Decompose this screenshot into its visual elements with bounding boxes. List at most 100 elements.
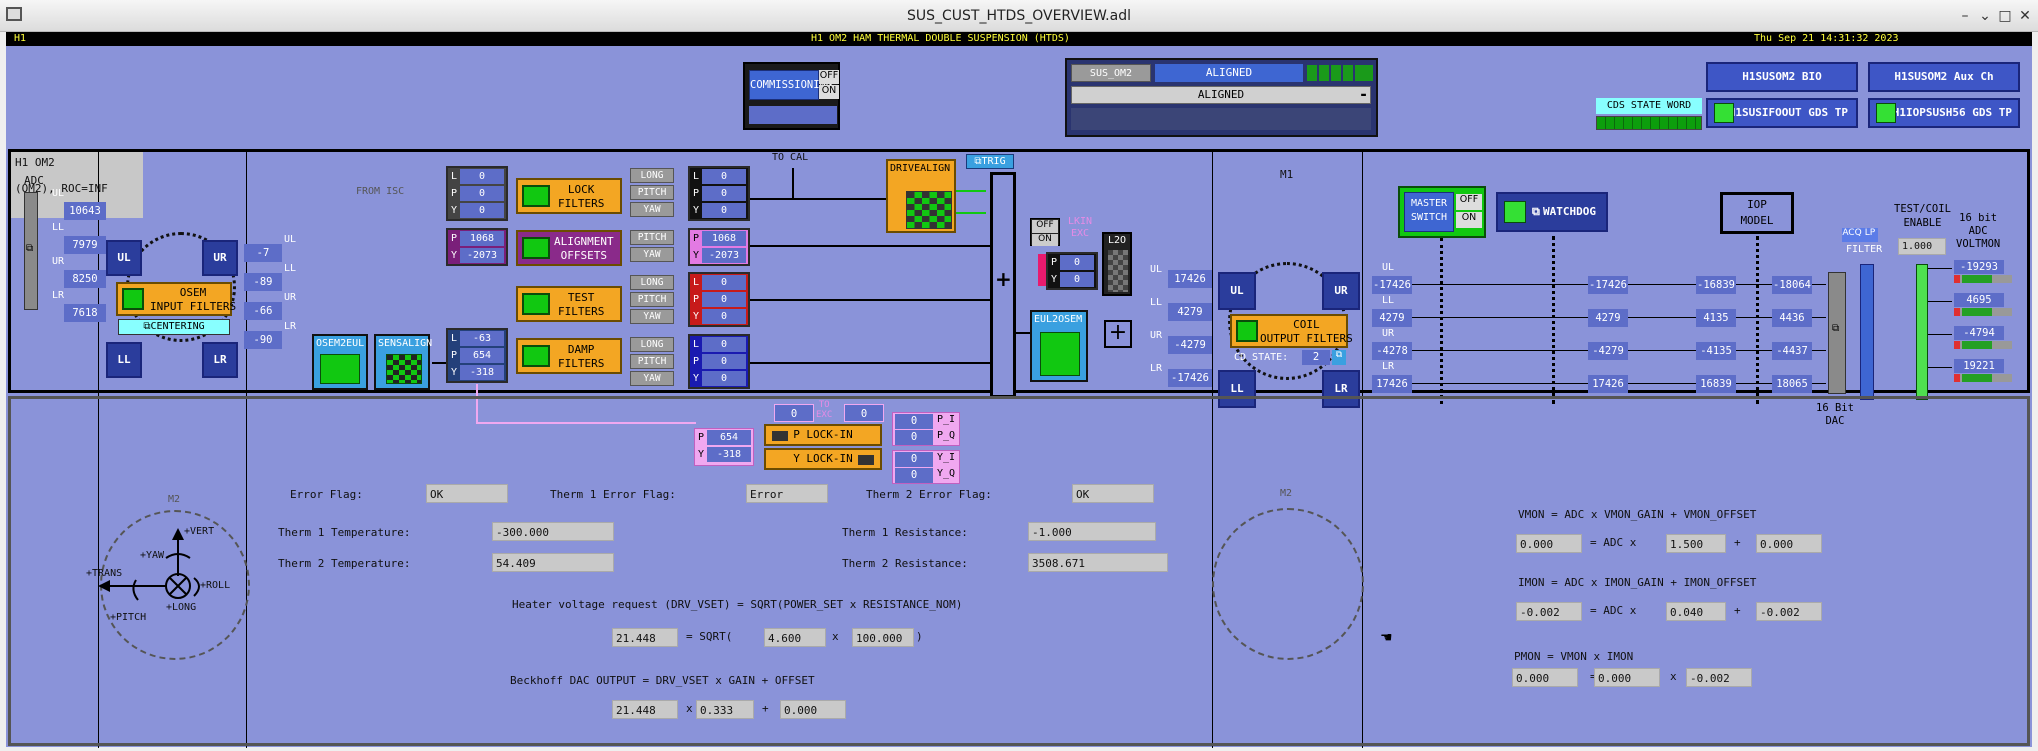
vmon-offset-input[interactable]: 0.000 bbox=[1756, 534, 1822, 553]
chain-v2: 16839 bbox=[1696, 375, 1736, 393]
acq-button[interactable]: ACQ bbox=[1842, 228, 1862, 242]
window-title: SUS_CUST_HTDS_OVERVIEW.adl bbox=[907, 8, 1131, 24]
vmon-value: 0.000 bbox=[1516, 534, 1582, 553]
adc-block[interactable]: ⧉ bbox=[24, 192, 38, 310]
adc-row-value: 8250 bbox=[64, 270, 106, 288]
osem2eul-button[interactable]: OSEM2EUL bbox=[312, 334, 368, 390]
iop-gds-tp-button[interactable]: H1IOPSUSH56 GDS TP bbox=[1868, 98, 2020, 128]
test-pitch-button[interactable]: PITCH bbox=[630, 292, 674, 307]
coil-ul-button[interactable]: UL bbox=[1218, 272, 1256, 310]
watchdog-button[interactable]: ⧉ WATCHDOG bbox=[1496, 192, 1608, 232]
watchdog-status-icon bbox=[1504, 201, 1526, 223]
guardian-indicator-2 bbox=[1319, 65, 1329, 81]
osem-ll-button[interactable]: LL bbox=[106, 342, 142, 378]
imon-offset-input[interactable]: -0.002 bbox=[1756, 602, 1822, 621]
therm2-error-label: Therm 2 Error Flag: bbox=[866, 488, 992, 501]
lock-yaw-button[interactable]: YAW bbox=[630, 202, 674, 217]
gain-input[interactable]: 0.333 bbox=[696, 700, 754, 719]
header-bar: H1 H1 OM2 HAM THERMAL DOUBLE SUSPENSION … bbox=[6, 32, 2032, 46]
pitch-axis-label: +PITCH bbox=[110, 612, 147, 623]
long-axis-label: +LONG bbox=[166, 602, 197, 613]
m1-label: M1 bbox=[1280, 168, 1294, 181]
restore-icon[interactable]: ⌄ bbox=[1979, 8, 1991, 24]
osem-input-filters-label: OSEM INPUT FILTERS bbox=[150, 286, 237, 313]
guardian-request-dropdown[interactable]: ALIGNED ▬ bbox=[1071, 86, 1371, 104]
coil-ll-button[interactable]: LL bbox=[1218, 370, 1256, 408]
chain-v0: 4279 bbox=[1372, 309, 1412, 327]
offset-input[interactable]: 0.000 bbox=[780, 700, 846, 719]
minimize-icon[interactable]: – bbox=[1961, 8, 1969, 24]
lock-filters-button[interactable]: LOCK FILTERS bbox=[516, 178, 622, 214]
dac-filter-block[interactable] bbox=[1860, 264, 1874, 400]
osem-lr-button[interactable]: LR bbox=[202, 342, 238, 378]
adc-row-value: 7979 bbox=[64, 236, 106, 254]
adc-row-value: 10643 bbox=[64, 202, 106, 220]
lkin-off-button[interactable]: OFF bbox=[1032, 220, 1058, 233]
lkin-on-button[interactable]: ON bbox=[1032, 234, 1058, 246]
enable-value[interactable]: 1.000 bbox=[1898, 238, 1946, 255]
aux-channels-button[interactable]: H1SUSOM2 Aux Ch bbox=[1868, 62, 2020, 92]
lp-button[interactable]: LP bbox=[1862, 228, 1878, 242]
bio-button[interactable]: H1SUSOM2 BIO bbox=[1706, 62, 1858, 92]
centering-button[interactable]: ⧉CENTERING bbox=[118, 319, 230, 335]
power-set-input[interactable]: 4.600 bbox=[764, 628, 826, 647]
adc-label: ADC bbox=[24, 174, 44, 187]
close-icon[interactable]: ✕ bbox=[2019, 8, 2031, 24]
coil-output-filters-button[interactable]: COIL OUTPUT FILTERS bbox=[1230, 314, 1353, 348]
gds-tp-status-icon bbox=[1876, 103, 1896, 123]
test-filters-label: TEST FILTERS bbox=[558, 291, 605, 318]
l2o-button[interactable]: L2O bbox=[1102, 232, 1132, 296]
osem-ul-button[interactable]: UL bbox=[106, 240, 142, 276]
imon-title: IMON = ADC x IMON_GAIN + IMON_OFFSET bbox=[1518, 576, 1757, 589]
p-lockin-button[interactable]: P LOCK-IN bbox=[764, 424, 882, 446]
y-lockin-button[interactable]: Y LOCK-IN bbox=[764, 448, 882, 470]
damp-yaw-button[interactable]: YAW bbox=[630, 371, 674, 386]
matrix-icon bbox=[320, 354, 360, 384]
summation-block: + bbox=[990, 172, 1016, 398]
coil-lr-button[interactable]: LR bbox=[1322, 370, 1360, 408]
cd-state-link-icon[interactable]: ⧉ bbox=[1332, 350, 1346, 365]
master-off-button[interactable]: OFF bbox=[1456, 194, 1482, 210]
align-signal-line bbox=[750, 245, 990, 247]
damp-filters-button[interactable]: DAMP FILTERS bbox=[516, 338, 622, 374]
imon-gain-input[interactable]: 0.040 bbox=[1666, 602, 1726, 621]
osem-ur-button[interactable]: UR bbox=[202, 240, 238, 276]
commissioning-off-button[interactable]: OFF bbox=[819, 70, 839, 84]
damp-pitch-button[interactable]: PITCH bbox=[630, 354, 674, 369]
commissioning-on-button[interactable]: ON bbox=[819, 85, 839, 99]
divider-2 bbox=[246, 152, 247, 748]
maximize-icon[interactable]: □ bbox=[1998, 8, 2012, 24]
drivealign-button[interactable]: DRIVEALIGN bbox=[886, 159, 956, 233]
trig-button[interactable]: ⧉TRIG bbox=[966, 154, 1014, 169]
test-long-button[interactable]: LONG bbox=[630, 275, 674, 290]
osem-value-label: UR bbox=[284, 292, 297, 303]
test-yaw-button[interactable]: YAW bbox=[630, 309, 674, 324]
lockin-icon bbox=[772, 431, 788, 441]
lockin-pi: 0 bbox=[895, 414, 933, 429]
sensalign-button[interactable]: SENSALIGN bbox=[374, 334, 432, 390]
lock-long-button[interactable]: LONG bbox=[630, 168, 674, 183]
master-on-button[interactable]: ON bbox=[1456, 212, 1482, 228]
align-pitch-button[interactable]: PITCH bbox=[630, 230, 674, 245]
dac-block[interactable]: ⧉ bbox=[1828, 272, 1846, 394]
damp-long-button[interactable]: LONG bbox=[630, 337, 674, 352]
matrix-icon bbox=[386, 354, 422, 384]
info-line-1: H1 OM2 bbox=[15, 156, 55, 169]
eul2osem-button[interactable]: EUL2OSEM bbox=[1030, 310, 1088, 382]
coil-ur-button[interactable]: UR bbox=[1322, 272, 1360, 310]
align-yaw-button[interactable]: YAW bbox=[630, 247, 674, 262]
app-icon bbox=[6, 7, 22, 21]
gds-tp-status-icon bbox=[1714, 103, 1734, 123]
osem-input-filters-button[interactable]: OSEM INPUT FILTERS bbox=[116, 282, 236, 316]
test-filters-button[interactable]: TEST FILTERS bbox=[516, 286, 622, 322]
datetime: Thu Sep 21 14:31:32 2023 bbox=[1754, 33, 1899, 44]
coil-output-filters-label: COIL OUTPUT FILTERS bbox=[1260, 318, 1353, 345]
vmon-gain-input[interactable]: 1.500 bbox=[1666, 534, 1726, 553]
alignment-offsets-button[interactable]: ALIGNMENT OFFSETS bbox=[516, 230, 622, 266]
resistance-nom-input[interactable]: 100.000 bbox=[852, 628, 914, 647]
lock-pitch-button[interactable]: PITCH bbox=[630, 185, 674, 200]
guardian-node-button[interactable]: SUS_OM2 bbox=[1071, 64, 1151, 82]
ifoout-gds-tp-button[interactable]: H1SUSIFOOUT GDS TP bbox=[1706, 98, 1858, 128]
lkin-off-on-toggle[interactable]: OFF ON bbox=[1030, 218, 1060, 246]
